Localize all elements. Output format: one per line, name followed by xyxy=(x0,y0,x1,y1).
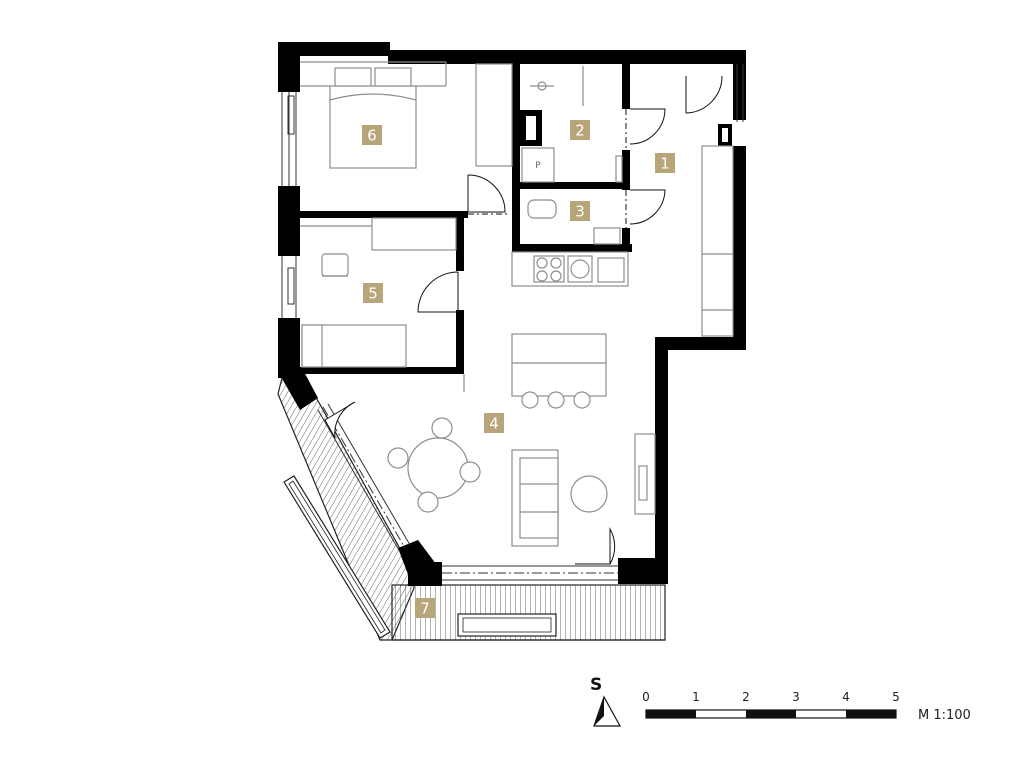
scale-tick-label: 0 xyxy=(642,690,650,704)
room-badge-7: 7 xyxy=(415,598,435,618)
north-letter: S xyxy=(590,675,602,695)
room-number: 2 xyxy=(575,122,585,140)
room-number: 6 xyxy=(367,127,377,145)
scale-tick-label: 4 xyxy=(842,690,850,704)
room-badge-6: 6 xyxy=(362,125,382,145)
windows xyxy=(281,64,744,581)
north-arrow: S xyxy=(590,675,622,727)
room-badge-2: 2 xyxy=(570,120,590,140)
scale-tick-label: 5 xyxy=(892,690,900,704)
room-badge-4: 4 xyxy=(484,413,504,433)
scale-label: M 1:100 xyxy=(918,708,971,723)
room-number: 4 xyxy=(489,415,499,433)
room-number: 5 xyxy=(368,285,378,303)
furniture xyxy=(300,61,734,547)
room-number: 1 xyxy=(660,155,670,173)
scale-bar: M 1:100 0 1 2 3 4 5 xyxy=(642,690,971,723)
room-labels: 1 2 3 4 5 6 7 xyxy=(362,120,675,618)
fixture-tag: P xyxy=(535,161,541,171)
room-number: 7 xyxy=(420,600,430,618)
scale-tick-label: 1 xyxy=(692,690,700,704)
walls xyxy=(278,42,746,586)
doors xyxy=(324,75,723,565)
room-number: 3 xyxy=(575,203,585,221)
room-badge-5: 5 xyxy=(363,283,383,303)
room-badge-1: 1 xyxy=(655,153,675,173)
room-badge-3: 3 xyxy=(570,201,590,221)
scale-tick-label: 3 xyxy=(792,690,800,704)
balcony xyxy=(277,371,666,641)
scale-tick-label: 2 xyxy=(742,690,750,704)
